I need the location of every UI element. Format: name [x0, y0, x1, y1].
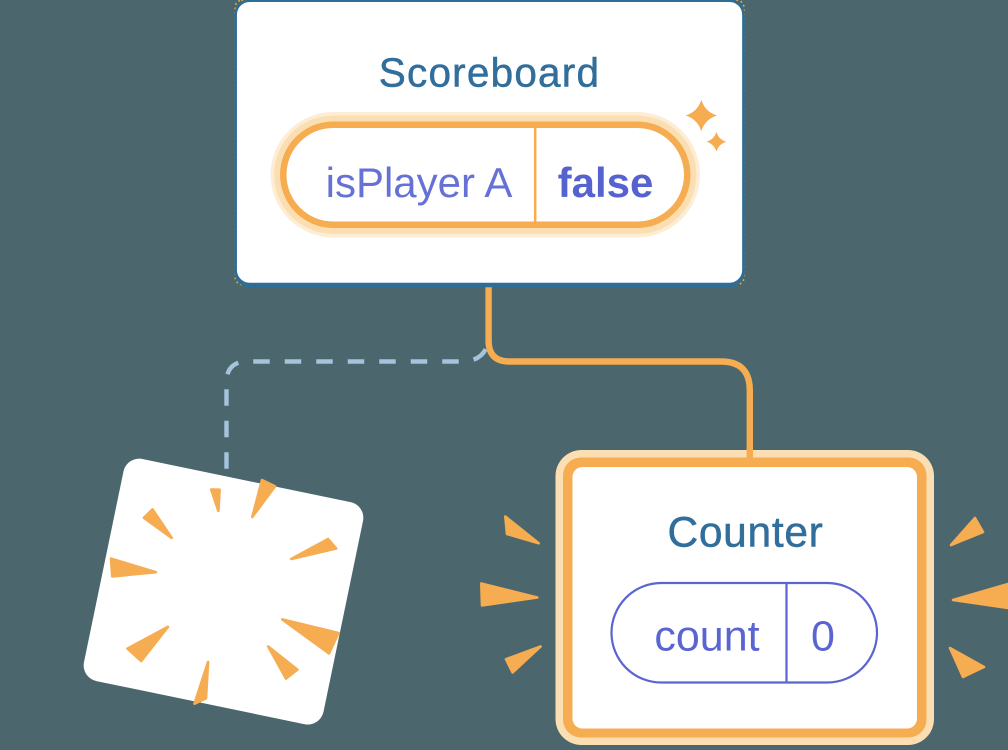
svg-text:Counter: Counter	[667, 510, 823, 557]
svg-text:isPlayer A: isPlayer A	[326, 159, 513, 206]
svg-text:false: false	[558, 159, 654, 206]
svg-text:Scoreboard: Scoreboard	[379, 49, 600, 95]
svg-text:0: 0	[811, 613, 835, 661]
svg-text:count: count	[654, 613, 759, 661]
